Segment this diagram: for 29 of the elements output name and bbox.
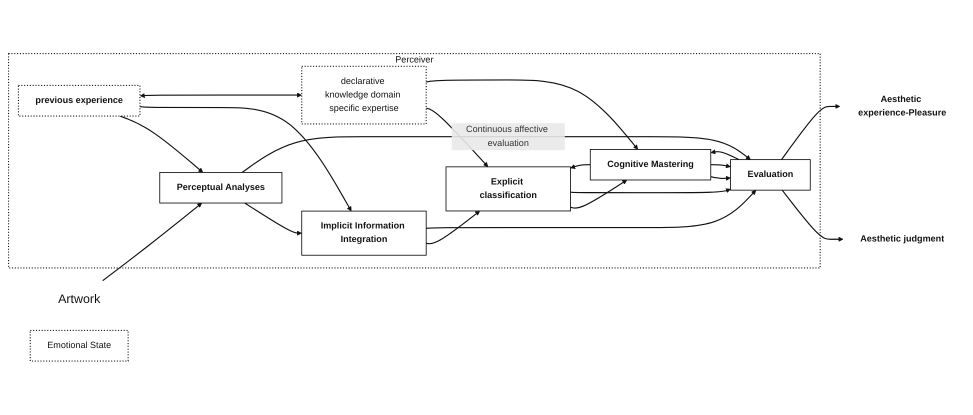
arrow <box>120 116 204 173</box>
node-box <box>446 166 571 212</box>
node-box <box>590 149 712 181</box>
arrow <box>102 203 202 282</box>
arrow <box>710 176 731 181</box>
node-box <box>18 85 141 117</box>
arrow <box>710 164 731 168</box>
node-box <box>730 159 811 191</box>
node-text: Artwork <box>58 292 100 306</box>
node-box <box>30 330 129 362</box>
arrow <box>426 190 756 230</box>
arrow <box>242 136 751 174</box>
node-text: Aesthetic judgment <box>860 234 944 244</box>
arrow <box>570 180 628 209</box>
cluster <box>8 53 821 269</box>
arrow <box>244 202 302 236</box>
arrow <box>140 92 302 98</box>
arrow <box>781 104 840 160</box>
node-box <box>301 210 427 256</box>
arrow <box>426 80 638 150</box>
arrow <box>710 150 740 160</box>
arrow <box>570 164 590 170</box>
arrow <box>782 190 844 242</box>
arrow <box>570 188 731 194</box>
node-box <box>159 172 282 204</box>
arrow <box>426 210 480 244</box>
node-box <box>301 66 427 125</box>
node-text: Aesthetic experience-Pleasure <box>858 94 946 118</box>
arrow <box>140 106 352 212</box>
